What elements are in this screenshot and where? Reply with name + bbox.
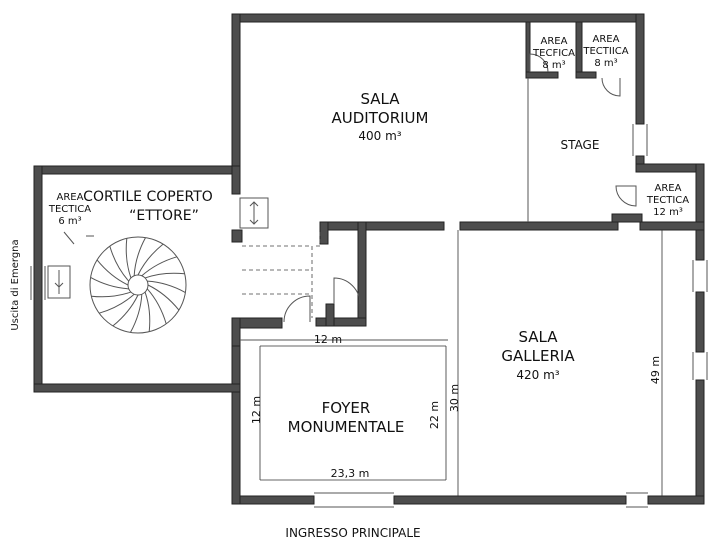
spiral-step xyxy=(109,246,130,282)
spiral-step xyxy=(90,277,129,290)
spiral-step xyxy=(91,291,132,298)
room-label-stage: STAGE xyxy=(561,138,600,152)
spiral-step xyxy=(99,293,135,314)
svg-text:420 m³: 420 m³ xyxy=(516,368,559,382)
dimension-lines xyxy=(259,230,663,496)
room-label-foyer: FOYER MONUMENTALE xyxy=(288,399,405,436)
svg-text:AUDITORIUM: AUDITORIUM xyxy=(332,109,429,127)
svg-text:AREA: AREA xyxy=(655,183,682,194)
spiral-outer xyxy=(89,236,187,334)
room-label-cortile: CORTILE COPERTO “ETTORE” xyxy=(83,189,213,224)
spiral-step xyxy=(146,288,167,324)
svg-text:MONUMENTALE: MONUMENTALE xyxy=(288,418,405,436)
svg-text:8 m³: 8 m³ xyxy=(594,58,617,69)
spiral-step xyxy=(141,256,177,277)
svg-text:SALA: SALA xyxy=(518,328,558,346)
svg-text:400 m³: 400 m³ xyxy=(358,129,401,143)
spiral-step xyxy=(147,284,180,311)
room-label-tech-a: AREA TECFICA 8 m³ xyxy=(532,36,575,71)
spiral-step xyxy=(144,291,151,332)
svg-text:6 m³: 6 m³ xyxy=(58,216,81,227)
svg-text:12 m³: 12 m³ xyxy=(653,207,683,218)
room-label-tech-b: AREA TECTIICA 8 m³ xyxy=(582,34,628,69)
interior-walls xyxy=(231,21,705,347)
svg-text:8 m³: 8 m³ xyxy=(542,60,565,71)
room-label-auditorium: SALA AUDITORIUM 400 m³ xyxy=(332,90,429,143)
svg-text:AREA: AREA xyxy=(541,36,568,47)
svg-text:TECTIICA: TECTIICA xyxy=(582,46,628,57)
svg-text:TECTICA: TECTICA xyxy=(646,195,689,206)
main-entrance-label: INGRESSO PRINCIPALE xyxy=(285,526,420,540)
dim-foyer-left: 12 m xyxy=(250,396,263,424)
dim-foyer-right: 22 m xyxy=(428,401,441,429)
svg-text:GALLERIA: GALLERIA xyxy=(501,347,575,365)
spiral-step xyxy=(96,259,129,286)
svg-text:CORTILE COPERTO: CORTILE COPERTO xyxy=(83,189,213,205)
stair-hall xyxy=(47,197,321,318)
svg-text:AREA: AREA xyxy=(57,192,84,203)
emergency-exit-label: Uscita di Emergna xyxy=(10,239,21,330)
spiral-core xyxy=(127,274,149,296)
spiral-step xyxy=(130,294,143,333)
spiral-step xyxy=(144,272,185,279)
dim-foyer-top: 12 m xyxy=(314,333,342,346)
svg-text:SALA: SALA xyxy=(360,90,400,108)
thin-lines xyxy=(30,78,708,508)
room-label-tech-d: AREA TECTICA 6 m³ xyxy=(48,192,91,227)
spiral-step xyxy=(125,238,132,279)
spiral-step xyxy=(133,237,146,276)
dim-foyer-bottom: 23,3 m xyxy=(331,467,370,480)
spiral-step xyxy=(137,243,164,276)
outer-walls xyxy=(33,13,705,505)
svg-text:TECTICA: TECTICA xyxy=(48,204,91,215)
doors xyxy=(63,53,637,323)
dim-galleria-left: 30 m xyxy=(448,384,461,412)
svg-text:FOYER: FOYER xyxy=(322,399,371,417)
spiral-step xyxy=(147,280,186,293)
svg-text:AREA: AREA xyxy=(593,34,620,45)
svg-text:“ETTORE”: “ETTORE” xyxy=(129,208,199,224)
room-label-galleria: SALA GALLERIA 420 m³ xyxy=(501,328,575,382)
dim-galleria-right: 49 m xyxy=(649,356,662,384)
room-label-tech-c: AREA TECTICA 12 m³ xyxy=(646,183,689,218)
spiral-staircase xyxy=(89,236,187,334)
svg-text:TECFICA: TECFICA xyxy=(532,48,575,59)
spiral-step xyxy=(112,294,139,327)
